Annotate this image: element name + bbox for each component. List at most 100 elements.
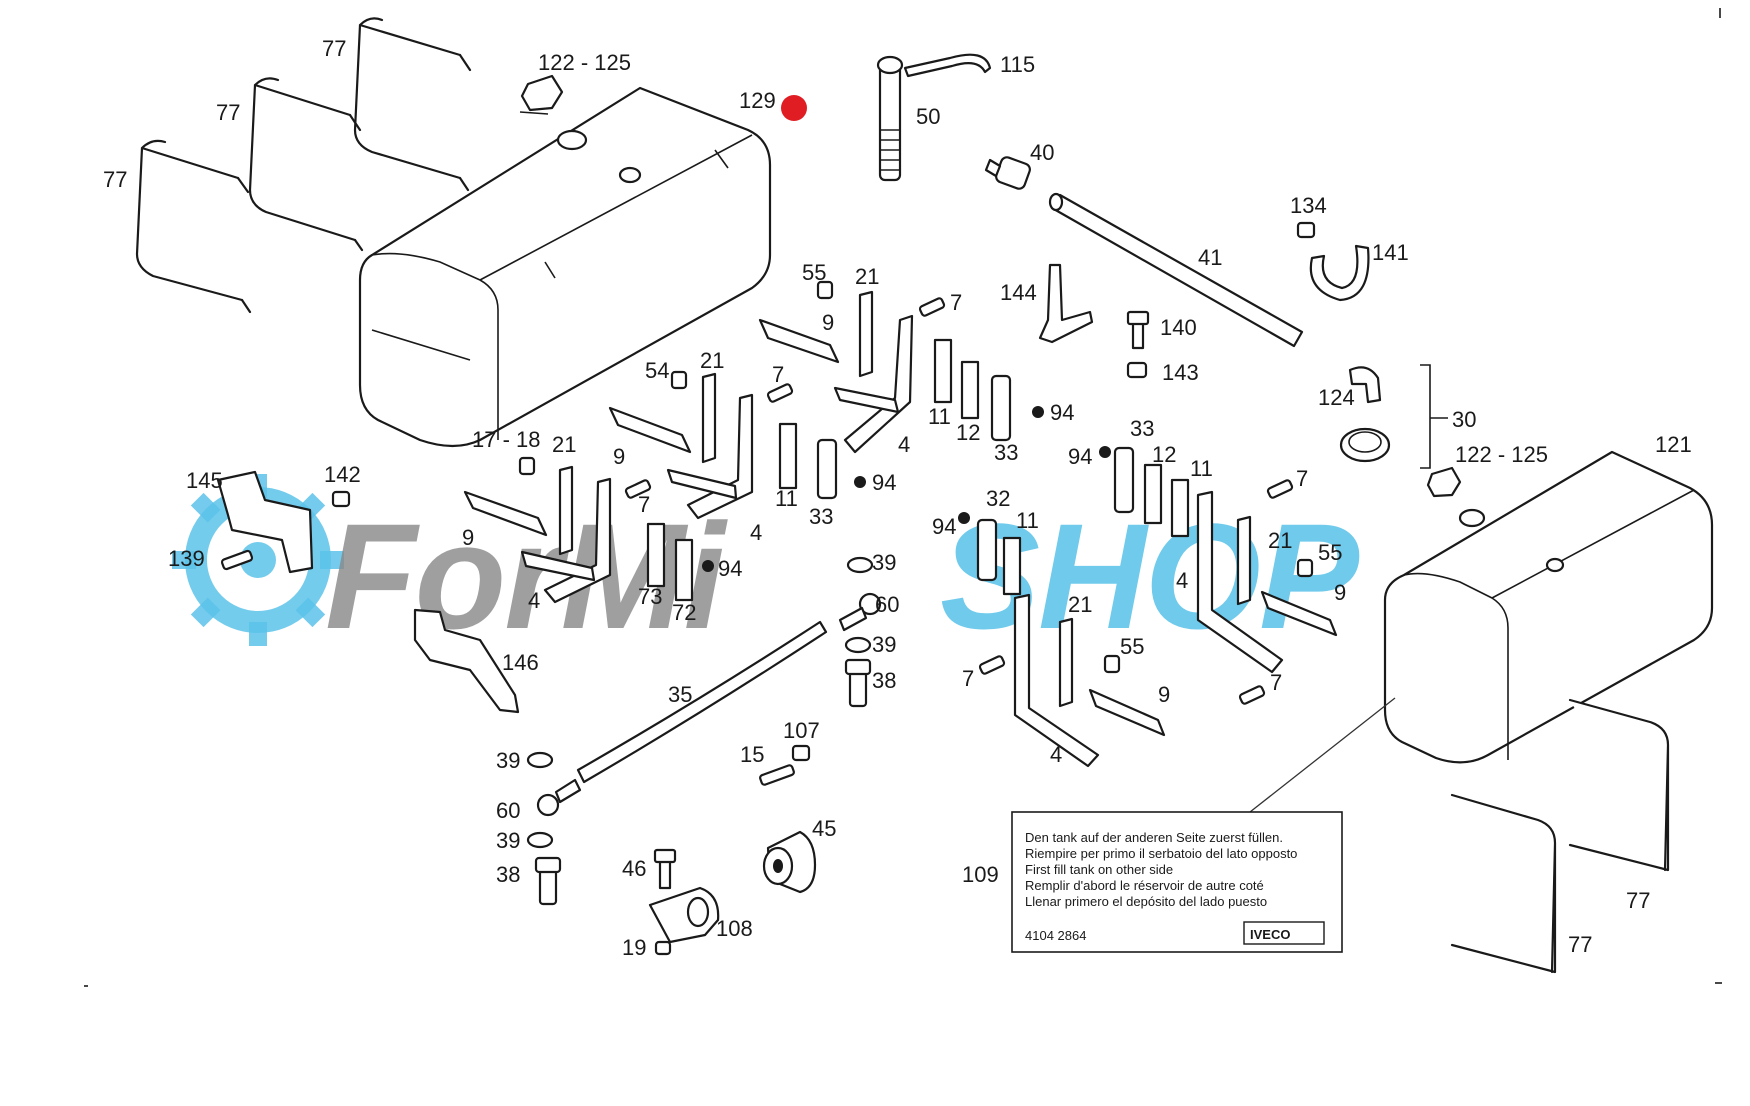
callout-107: 107 [783, 718, 820, 743]
bolt-46 [653, 848, 677, 890]
nut-134 [1296, 221, 1316, 239]
callout-124: 124 [1318, 385, 1355, 410]
callout-11: 11 [1016, 508, 1039, 533]
callout-77: 77 [1568, 932, 1592, 957]
plate-21-d [1236, 515, 1252, 606]
callout-12: 12 [956, 420, 980, 445]
callout-41: 41 [1198, 245, 1222, 270]
callout-4: 4 [898, 432, 910, 457]
spacer-33-b [816, 438, 838, 500]
callout-146: 146 [502, 650, 539, 675]
callout-46: 46 [622, 856, 646, 881]
callout-4: 4 [1050, 742, 1062, 767]
callout-140: 140 [1160, 315, 1197, 340]
callout-9: 9 [462, 525, 474, 550]
callout-21: 21 [855, 264, 879, 289]
callout-labels: 77 77 77 122 - 125 129 115 50 40 134 141… [103, 36, 1692, 960]
strap-77-b [248, 77, 364, 252]
decal-brand: IVECO [1250, 927, 1290, 942]
callout-39: 39 [872, 550, 896, 575]
nut-94-a [1032, 406, 1044, 418]
fuel-sender-50 [876, 55, 904, 182]
callout-11: 11 [928, 404, 951, 429]
bolt-7-d [1266, 479, 1294, 499]
bolt-15 [759, 764, 795, 786]
callout-108: 108 [716, 916, 753, 941]
fuel-cap-left [519, 74, 564, 115]
callout-33: 33 [1130, 416, 1154, 441]
decal-line-4: Remplir d'abord le réservoir de autre co… [1025, 878, 1264, 893]
spacer-33-c [1113, 446, 1135, 514]
nut-94-c [702, 560, 714, 572]
fuel-cap-right [1426, 466, 1462, 498]
callout-60: 60 [496, 798, 520, 823]
strap-77-c [135, 139, 252, 314]
decal-line-2: Riempire per primo il serbatoio del lato… [1025, 846, 1297, 861]
callout-141: 141 [1372, 240, 1409, 265]
decal-line-5: Llenar primero el depósito del lado pues… [1025, 894, 1267, 909]
callout-94: 94 [1068, 444, 1092, 469]
eye-60-a [838, 592, 882, 632]
callout-4: 4 [1176, 568, 1188, 593]
bolt-139 [220, 549, 254, 571]
bracket-9-a [758, 318, 840, 364]
bolt-7-e [1238, 685, 1266, 705]
callout-134: 134 [1290, 193, 1327, 218]
bolt-38-a [844, 658, 872, 708]
callout-11: 11 [775, 486, 798, 511]
callout-7: 7 [772, 362, 784, 387]
callout-54: 54 [645, 358, 669, 383]
nut-94-d [1099, 446, 1111, 458]
callout-39: 39 [496, 748, 520, 773]
bracket-145 [216, 470, 314, 574]
callout-17-18: 17 - 18 [472, 427, 541, 452]
callout-94: 94 [932, 514, 956, 539]
nut-142 [331, 490, 351, 508]
callout-55: 55 [1120, 634, 1144, 659]
pipe-41 [1048, 192, 1304, 348]
callout-55: 55 [802, 260, 826, 285]
spacer-12-a [960, 360, 980, 420]
callout-77: 77 [216, 100, 240, 125]
strap-77-a [353, 17, 472, 192]
tube-35 [576, 620, 828, 784]
callout-139: 139 [168, 546, 205, 571]
nut-143 [1126, 361, 1148, 379]
strap-77-e [1450, 793, 1557, 974]
highlight-marker-129[interactable] [781, 95, 807, 121]
fitting-40 [984, 156, 1031, 190]
callout-7: 7 [638, 492, 650, 517]
callout-77: 77 [103, 167, 127, 192]
callout-11: 11 [1190, 456, 1213, 481]
bolt-55-b [1296, 558, 1314, 578]
bolt-55-a [816, 280, 834, 300]
bracket-9-e [1088, 688, 1166, 737]
callout-4: 4 [750, 520, 762, 545]
callout-7: 7 [1270, 670, 1282, 695]
spacer-11-b [778, 422, 798, 490]
callout-7: 7 [1296, 466, 1308, 491]
spacer-72 [674, 538, 694, 602]
callout-21: 21 [552, 432, 576, 457]
bolt-38-b [534, 856, 562, 906]
bracket-4-e [1013, 593, 1100, 768]
callout-21: 21 [1268, 528, 1292, 553]
callout-9: 9 [613, 444, 625, 469]
callout-39: 39 [496, 828, 520, 853]
callout-35: 35 [668, 682, 692, 707]
nut-94-b [854, 476, 866, 488]
callout-7: 7 [962, 666, 974, 691]
bolt-140 [1126, 310, 1150, 350]
callout-73: 73 [638, 584, 662, 609]
spacer-12-b [1143, 463, 1163, 525]
callout-72: 72 [672, 600, 696, 625]
decal-line-1: Den tank auf der anderen Seite zuerst fü… [1025, 830, 1283, 845]
bracket-146 [413, 608, 520, 714]
elbow-124 [1348, 366, 1382, 404]
bracket-4-b [666, 393, 754, 520]
plate-21-a [858, 290, 874, 378]
callout-142: 142 [324, 462, 361, 487]
callout-77: 77 [322, 36, 346, 61]
callout-55: 55 [1318, 540, 1342, 565]
